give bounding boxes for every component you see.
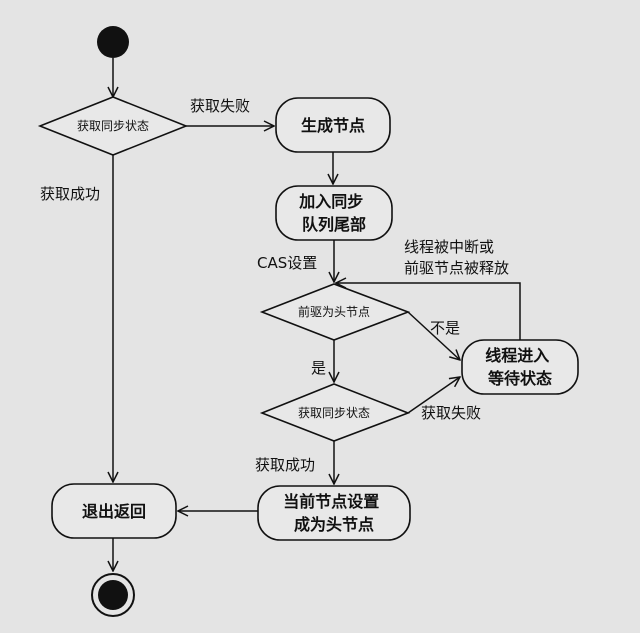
decision-check-state-1: 获取同步状态 [37,96,189,156]
action-set-head-label: 当前节点设置 成为头节点 [283,492,385,534]
edge-label-acquire-success-1: 获取成功 [40,185,100,203]
decision-check-state-2: 获取同步状态 [259,383,411,442]
edge-label-wakeup: 线程被中断或 前驱节点被释放 [404,238,509,277]
edge-wakeup-loop [336,283,521,340]
end-node [91,573,135,617]
decision-pred-is-head-label: 前驱为头节点 [298,304,370,319]
action-enqueue-label: 加入同步 队列尾部 [298,192,369,234]
action-create-node: 生成节点 [275,97,391,153]
action-exit: 退出返回 [51,483,177,539]
action-create-node-label: 生成节点 [301,116,365,135]
edge-label-is-head: 是 [311,359,326,377]
action-wait-label: 线程进入 等待状态 [485,346,555,388]
decision-check-state-1-label: 获取同步状态 [77,119,149,133]
edge-label-not-head: 不是 [430,319,460,337]
action-enqueue: 加入同步 队列尾部 [275,185,393,241]
edge-label-acquire-success-2: 获取成功 [255,456,315,474]
action-wait: 线程进入 等待状态 [461,339,579,395]
edge-not-head [407,311,460,360]
edge-label-acquire-fail-1: 获取失败 [190,97,250,115]
action-exit-label: 退出返回 [82,502,146,521]
edge-label-acquire-fail-2: 获取失败 [421,404,481,422]
decision-check-state-2-label: 获取同步状态 [298,406,370,420]
start-node [97,26,129,58]
edge-label-cas-set: CAS设置 [257,254,317,272]
decision-pred-is-head: 前驱为头节点 [259,283,411,341]
action-set-head: 当前节点设置 成为头节点 [257,485,411,541]
edge-acquire-fail-2 [407,377,460,414]
